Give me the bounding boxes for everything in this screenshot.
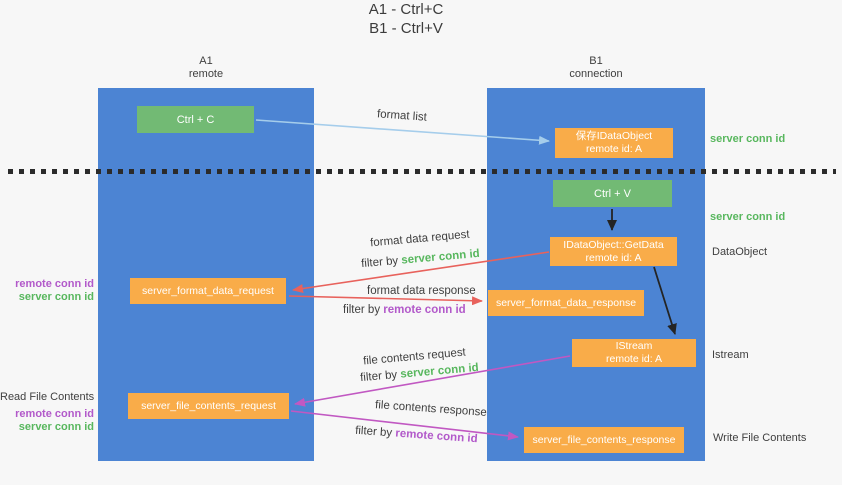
node-ctrl-c: Ctrl + C xyxy=(137,106,254,133)
node-format-response-label: server_format_data_response xyxy=(495,297,637,309)
label-format-data-response: format data response xyxy=(367,285,476,297)
server-conn-id-text: server conn id xyxy=(399,361,480,381)
node-ctrl-c-label: Ctrl + C xyxy=(176,113,215,126)
label-format-data-request: format data request xyxy=(369,228,471,250)
node-file-response-label: server_file_contents_response xyxy=(532,434,676,446)
annotation-istream: Istream xyxy=(712,349,749,361)
node-idataobject-getdata: IDataObject::GetData remote id: A xyxy=(550,237,677,266)
lifeline-left-title: A1 xyxy=(199,55,213,67)
annotation-server-conn-id-left-1: server conn id xyxy=(18,291,94,303)
diagram-title: A1 - Ctrl+C B1 - Ctrl+V xyxy=(0,0,812,38)
node-file-request-label: server_file_contents_request xyxy=(141,400,276,412)
label-file-contents-response: file contents response xyxy=(374,399,488,419)
annotation-server-conn-id-top-right: server conn id xyxy=(710,133,786,145)
filter-by-text: filter by xyxy=(343,304,384,316)
node-save-idataobject-line1: 保存IDataObject xyxy=(575,130,653,142)
node-istream-line2: remote id: A xyxy=(605,353,663,365)
dotted-separator-line xyxy=(8,169,836,174)
lifeline-header-right: B1 connection xyxy=(536,55,656,81)
annotation-dataobject: DataObject xyxy=(712,246,768,258)
lifeline-left-subtitle: remote xyxy=(188,68,224,80)
label-format-list: format list xyxy=(376,108,428,124)
label-filter-remote-2: filter by remote conn id xyxy=(355,425,478,446)
annotation-server-conn-id-left-2: server conn id xyxy=(18,421,94,433)
node-server-format-data-request: server_format_data_request xyxy=(130,278,286,304)
server-conn-id-text: server conn id xyxy=(400,247,481,267)
node-save-idataobject: 保存IDataObject remote id: A xyxy=(555,128,673,158)
node-istream-line1: IStream xyxy=(615,340,653,352)
label-filter-server-1: filter by server conn id xyxy=(361,248,480,270)
lifeline-right-title: B1 xyxy=(589,55,603,67)
filter-by-text: filter by xyxy=(354,424,396,440)
remote-conn-id-text: remote conn id xyxy=(394,427,478,446)
node-ctrl-v: Ctrl + V xyxy=(553,180,672,207)
lifeline-header-left: A1 remote xyxy=(146,55,266,81)
node-format-request-label: server_format_data_request xyxy=(142,285,274,297)
node-server-file-contents-request: server_file_contents_request xyxy=(128,393,289,419)
annotation-remote-conn-id-left-1: remote conn id xyxy=(15,278,94,290)
node-server-file-contents-response: server_file_contents_response xyxy=(524,427,684,453)
node-server-format-data-response: server_format_data_response xyxy=(488,290,644,316)
node-save-idataobject-line2: remote id: A xyxy=(585,143,643,155)
annotation-server-conn-id-mid-right: server conn id xyxy=(710,211,786,223)
title-line-2: B1 - Ctrl+V xyxy=(369,20,443,37)
annotation-remote-conn-id-left-2: remote conn id xyxy=(15,408,94,420)
annotation-read-file-contents: Read File Contents xyxy=(0,391,95,403)
filter-by-text: filter by xyxy=(360,254,402,271)
title-line-1: A1 - Ctrl+C xyxy=(368,1,444,18)
label-filter-remote-1: filter by remote conn id xyxy=(343,304,466,316)
node-getdata-line1: IDataObject::GetData xyxy=(563,238,664,251)
remote-conn-id-text: remote conn id xyxy=(383,304,466,316)
filter-by-text: filter by xyxy=(359,368,401,385)
node-ctrl-v-label: Ctrl + V xyxy=(594,187,631,200)
node-istream: IStream remote id: A xyxy=(572,339,696,367)
node-getdata-line2: remote id: A xyxy=(585,251,642,264)
lifeline-right-subtitle: connection xyxy=(569,68,623,80)
annotation-write-file-contents: Write File Contents xyxy=(713,432,807,444)
